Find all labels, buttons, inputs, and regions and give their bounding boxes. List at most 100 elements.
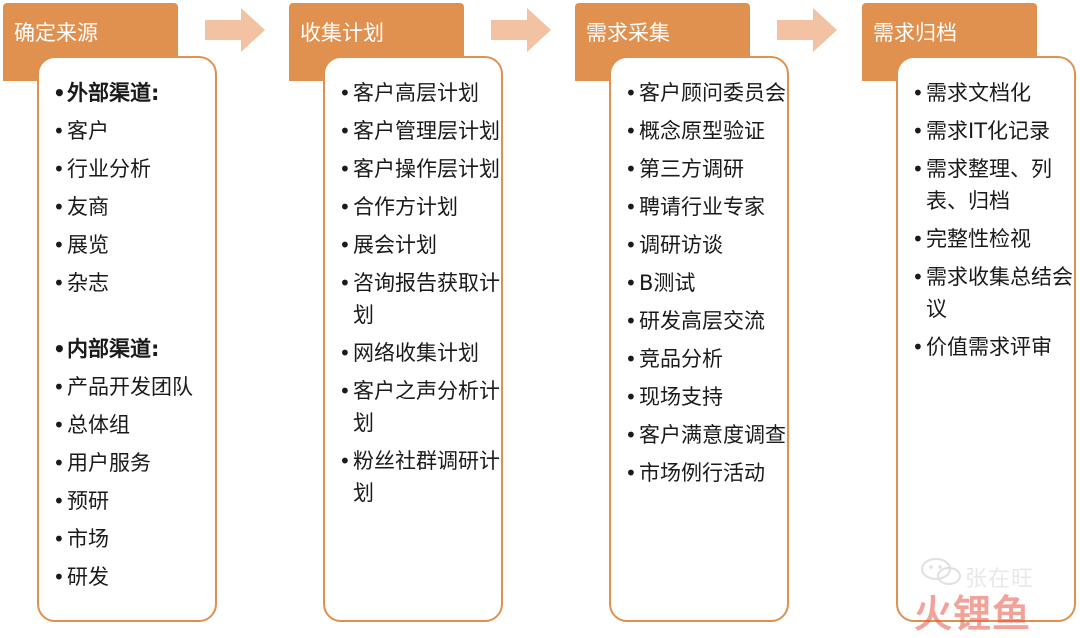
- watermark: 张在旺 火锂鱼: [912, 555, 1072, 636]
- watermark-logo: 火锂鱼: [914, 592, 1032, 636]
- bullet-icon: •: [339, 157, 351, 181]
- list-item-text: 市场: [67, 527, 109, 551]
- list-item: •咨询报告获取计划: [339, 267, 501, 331]
- list-item: •第三方调研: [625, 153, 787, 185]
- list-item: •需求收集总结会议: [912, 261, 1074, 325]
- list-item-text: 合作方计划: [353, 195, 458, 219]
- list-item-text: 研发高层交流: [639, 309, 765, 333]
- bullet-icon: •: [339, 119, 351, 143]
- list-item-text: 需求整理、列表、归档: [926, 157, 1052, 213]
- stage-box-requirement-archive: •需求文档化•需求IT化记录•需求整理、列表、归档•完整性检视•需求收集总结会议…: [896, 56, 1076, 622]
- list-item-text: 杂志: [67, 271, 109, 295]
- list-item-text: 需求文档化: [926, 81, 1031, 105]
- list-item: •需求整理、列表、归档: [912, 153, 1074, 217]
- list-item: •总体组: [53, 409, 215, 441]
- flow-arrow-icon: [491, 8, 551, 52]
- list-item-text: 调研访谈: [639, 233, 723, 257]
- list-item: •完整性检视: [912, 223, 1074, 255]
- list-spacer: [53, 305, 215, 333]
- list-item-text: 展览: [67, 233, 109, 257]
- bullet-icon: •: [339, 449, 351, 473]
- bullet-icon: •: [339, 341, 351, 365]
- list-item: •聘请行业专家: [625, 191, 787, 223]
- list-item: •B测试: [625, 267, 787, 299]
- list-item: •客户高层计划: [339, 77, 501, 109]
- bullet-icon: •: [339, 379, 351, 403]
- group-heading: •内部渠道:: [53, 333, 215, 365]
- bullet-icon: •: [53, 195, 65, 219]
- watermark-name: 张在旺: [965, 567, 1035, 592]
- list-item: •现场支持: [625, 381, 787, 413]
- list-item-text: 行业分析: [67, 157, 151, 181]
- bullet-icon: •: [53, 271, 65, 295]
- bullet-icon: •: [625, 119, 637, 143]
- bullet-icon: •: [625, 233, 637, 257]
- list-item: •客户操作层计划: [339, 153, 501, 185]
- wechat-icon: [921, 558, 961, 585]
- bullet-icon: •: [625, 271, 637, 295]
- list-item: •友商: [53, 191, 215, 223]
- list-item: •预研: [53, 485, 215, 517]
- list-item: •客户之声分析计划: [339, 375, 501, 439]
- list-item: •网络收集计划: [339, 337, 501, 369]
- flow-arrow-icon: [777, 8, 837, 52]
- list-item-text: 客户顾问委员会: [639, 81, 786, 105]
- list-item-text: 客户: [67, 119, 109, 143]
- list-item-text: 第三方调研: [639, 157, 744, 181]
- list-item: •合作方计划: [339, 191, 501, 223]
- list-item-text: 咨询报告获取计划: [353, 271, 500, 327]
- list-item-text: 友商: [67, 195, 109, 219]
- list-item: •展会计划: [339, 229, 501, 261]
- stage-box-requirement-gathering: •客户顾问委员会•概念原型验证•第三方调研•聘请行业专家•调研访谈•B测试•研发…: [609, 56, 789, 622]
- list-item: •行业分析: [53, 153, 215, 185]
- bullet-icon: •: [53, 157, 65, 181]
- list-item: •杂志: [53, 267, 215, 299]
- bullet-icon: •: [53, 337, 66, 361]
- list-item-text: 需求收集总结会议: [926, 265, 1073, 321]
- group-heading: •外部渠道:: [53, 77, 215, 109]
- list-item: •粉丝社群调研计划: [339, 445, 501, 509]
- bullet-icon: •: [53, 451, 65, 475]
- list-item: •研发: [53, 561, 215, 593]
- list-item-text: 聘请行业专家: [639, 195, 765, 219]
- bullet-icon: •: [912, 265, 924, 289]
- flow-arrow-icon: [205, 8, 265, 52]
- bullet-icon: •: [53, 489, 65, 513]
- bullet-icon: •: [339, 81, 351, 105]
- bullet-icon: •: [625, 309, 637, 333]
- bullet-icon: •: [53, 527, 65, 551]
- list-item-text: 客户满意度调查: [639, 423, 786, 447]
- list-item-text: 现场支持: [639, 385, 723, 409]
- list-item-text: 产品开发团队: [67, 375, 193, 399]
- list-item: •价值需求评审: [912, 331, 1074, 363]
- list-item-text: 展会计划: [353, 233, 437, 257]
- bullet-icon: •: [53, 413, 65, 437]
- list-item: •展览: [53, 229, 215, 261]
- list-item-text: 客户高层计划: [353, 81, 479, 105]
- bullet-icon: •: [53, 375, 65, 399]
- list-item-text: 粉丝社群调研计划: [353, 449, 500, 505]
- list-item-text: 用户服务: [67, 451, 151, 475]
- bullet-icon: •: [912, 157, 924, 181]
- list-item: •市场例行活动: [625, 457, 787, 489]
- bullet-icon: •: [625, 385, 637, 409]
- stage-box-collection-plan: •客户高层计划•客户管理层计划•客户操作层计划•合作方计划•展会计划•咨询报告获…: [323, 56, 503, 622]
- bullet-icon: •: [53, 233, 65, 257]
- list-item-text: 外部渠道:: [67, 81, 160, 105]
- list-item-text: 竞品分析: [639, 347, 723, 371]
- bullet-icon: •: [339, 195, 351, 219]
- list-item: •需求IT化记录: [912, 115, 1074, 147]
- bullet-icon: •: [912, 119, 924, 143]
- list-item: •调研访谈: [625, 229, 787, 261]
- list-item: •需求文档化: [912, 77, 1074, 109]
- bullet-icon: •: [339, 233, 351, 257]
- list-item-text: 预研: [67, 489, 109, 513]
- bullet-icon: •: [625, 195, 637, 219]
- bullet-icon: •: [625, 461, 637, 485]
- list-item-text: 价值需求评审: [926, 335, 1052, 359]
- list-item: •研发高层交流: [625, 305, 787, 337]
- list-item-text: 研发: [67, 565, 109, 589]
- bullet-icon: •: [339, 271, 351, 295]
- list-item: •客户顾问委员会: [625, 77, 787, 109]
- list-item-text: 需求IT化记录: [926, 119, 1051, 143]
